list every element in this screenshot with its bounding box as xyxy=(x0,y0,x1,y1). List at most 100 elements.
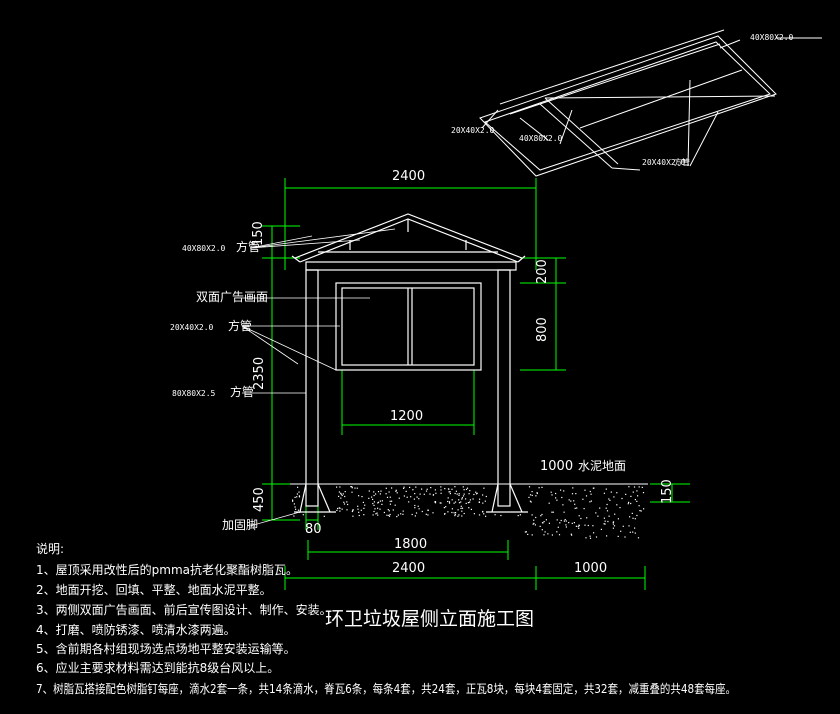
ground-speckle xyxy=(447,511,449,513)
ground-speckle xyxy=(451,511,453,514)
ground-speckle xyxy=(468,493,470,495)
ground-speckle xyxy=(352,515,354,517)
ground-speckle xyxy=(406,496,408,498)
ground-speckle xyxy=(427,514,429,516)
ground-speckle xyxy=(454,486,456,488)
ground-speckle xyxy=(484,500,486,502)
ground-speckle xyxy=(463,493,465,495)
ground-speckle xyxy=(568,522,570,524)
ground-speckle xyxy=(351,510,353,513)
ground-speckle xyxy=(482,494,484,496)
ground-speckle xyxy=(416,496,418,498)
ground-speckle xyxy=(589,490,591,493)
ground-speckle xyxy=(555,492,557,495)
ground-speckle xyxy=(411,513,413,516)
ground-speckle xyxy=(556,519,558,521)
label-pipe-20x40: 20X40X2.0 xyxy=(170,323,214,332)
ground-speckle xyxy=(632,517,634,519)
ground-speckle xyxy=(363,507,365,509)
ground-speckle xyxy=(469,490,471,492)
ground-speckle xyxy=(528,486,531,488)
ground-speckle xyxy=(625,493,627,495)
ground-speckle xyxy=(597,515,599,517)
ground-speckle xyxy=(541,513,543,516)
ground-speckle xyxy=(570,500,572,502)
ground-speckle xyxy=(551,494,553,496)
dim-1200: 1200 xyxy=(390,409,423,424)
ground-speckle xyxy=(589,535,591,537)
dim-200: 200 xyxy=(535,259,550,284)
ground-speckle xyxy=(576,507,578,509)
ground-speckle xyxy=(372,503,374,505)
label-pipe-80x80: 80X80X2.5 xyxy=(172,389,216,398)
ground-speckle xyxy=(451,499,453,501)
ground-speckle xyxy=(614,513,616,515)
ground-speckle xyxy=(478,501,480,503)
ground-speckle xyxy=(466,487,469,489)
ground-speckle xyxy=(613,525,616,527)
ground-speckle xyxy=(568,499,570,501)
ground-speckle xyxy=(351,491,353,493)
ground-speckle xyxy=(603,492,605,494)
ground-speckle xyxy=(296,493,298,495)
ground-speckle xyxy=(460,507,462,509)
ground-speckle xyxy=(414,507,416,509)
ground-speckle xyxy=(533,522,535,524)
ground-speckle xyxy=(630,495,632,497)
ground-speckle xyxy=(337,507,339,510)
ground-speckle xyxy=(606,510,609,512)
ground-speckle xyxy=(599,507,601,509)
ground-speckle xyxy=(622,525,624,527)
ground-speckle xyxy=(455,490,457,492)
ground-speckle xyxy=(458,493,460,495)
ground-speckle xyxy=(550,491,552,493)
iso-label-left: 20X40X2.0 xyxy=(451,126,495,135)
ground-speckle xyxy=(536,492,538,495)
ground-speckle xyxy=(634,518,636,520)
ground-speckle xyxy=(639,510,641,512)
ground-speckle xyxy=(396,516,398,518)
ground-speckle xyxy=(372,514,374,516)
ground-speckle xyxy=(448,488,450,490)
ground-speckle xyxy=(578,527,580,529)
ground-speckle xyxy=(398,497,400,499)
note-2: 2、地面开挖、回填、平整、地面水泥平整。 xyxy=(36,582,272,597)
ground-speckle xyxy=(552,511,554,513)
ground-speckle xyxy=(475,493,478,495)
ground-speckle xyxy=(343,503,346,505)
ground-speckle xyxy=(616,492,618,494)
ground-speckle xyxy=(454,501,457,503)
ground-speckle xyxy=(531,514,533,516)
ground-speckle xyxy=(634,532,636,534)
dim-bottom-2400: 2400 xyxy=(392,561,425,576)
ground-speckle xyxy=(461,498,463,500)
ground-speckle xyxy=(388,491,390,493)
ground-speckle xyxy=(458,514,460,516)
ground-speckle xyxy=(427,509,429,511)
ground-speckle xyxy=(458,494,460,496)
ground-speckle xyxy=(627,503,629,505)
label-panel: 双面广告画面 xyxy=(196,290,268,304)
ground-speckle xyxy=(531,534,533,536)
ground-speckle xyxy=(451,488,453,490)
ground-speckle xyxy=(443,507,445,509)
ground-speckle xyxy=(642,492,645,494)
ground-speckle xyxy=(456,493,458,495)
iso-label-mid: 40X80X2.0 xyxy=(519,134,563,143)
ground-speckle xyxy=(449,493,451,495)
ground-speckle xyxy=(377,507,379,509)
label-ground: 水泥地面 xyxy=(578,459,626,473)
ground-speckle xyxy=(544,531,546,533)
ground-speckle xyxy=(294,506,296,508)
ground-speckle xyxy=(385,493,387,495)
ground-speckle xyxy=(565,526,567,528)
ground-speckle xyxy=(529,494,532,496)
ground-speckle xyxy=(578,524,580,526)
ground-speckle xyxy=(590,493,592,495)
ground-speckle xyxy=(629,516,631,518)
ground-speckle xyxy=(346,509,348,511)
ground-speckle xyxy=(608,498,610,500)
ground-speckle xyxy=(461,507,464,509)
ground-speckle xyxy=(336,509,338,511)
ground-speckle xyxy=(551,534,553,536)
